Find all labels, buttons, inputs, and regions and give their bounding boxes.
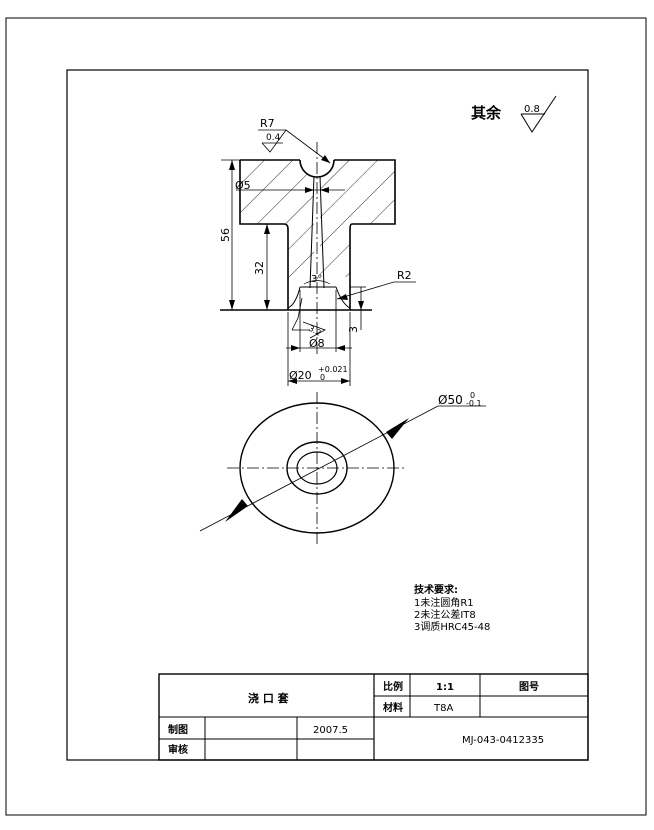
roughness-symbol	[520, 95, 557, 133]
surface-note-label: 其余	[471, 104, 502, 122]
tech-item-2: 2未注公差IT8	[414, 608, 476, 621]
dim-r7: R7	[260, 117, 275, 130]
material-value: T8A	[433, 703, 453, 714]
surface-note-value: 0.8	[524, 104, 540, 115]
dim-32: 32	[253, 261, 266, 275]
dim-56: 56	[219, 228, 232, 242]
dim-r2: R2	[397, 269, 412, 282]
tech-title: 技术要求:	[414, 583, 458, 596]
tech-item-1: 1未注圆角R1	[414, 596, 474, 609]
dim-3: 3	[347, 326, 360, 333]
title-block	[158, 673, 589, 761]
dim-angle: 3°	[311, 274, 322, 285]
dim-d50-lower: -0.1	[466, 399, 482, 408]
plan-view: Ø50 0 -0.1	[199, 391, 486, 544]
scale-value: 1:1	[436, 682, 454, 693]
tech-requirements: 技术要求: 1未注圆角R1 2未注公差IT8 3调质HRC45-48	[414, 583, 490, 633]
outer-border	[5, 17, 647, 816]
dim-d50-upper: 0	[470, 391, 475, 400]
dim-d20-upper: +0.021	[318, 365, 348, 374]
drawn-label: 制图	[168, 723, 188, 736]
hatched-section	[240, 160, 395, 277]
scale-label: 比例	[383, 680, 403, 693]
material-label: 材料	[383, 701, 403, 714]
part-name: 浇 口 套	[248, 691, 290, 705]
section-view: R7 0.4 Ø5 56 32 3° R2 3.2	[219, 117, 416, 386]
local-roughness: 0.4	[266, 133, 281, 143]
dim-d8: Ø8	[309, 337, 325, 350]
dim-d50: Ø50	[438, 393, 463, 407]
drawing-no-label: 图号	[519, 681, 539, 693]
dim-d5: Ø5	[235, 179, 251, 192]
checked-label: 审核	[168, 743, 188, 756]
dim-d20-lower: 0	[320, 373, 325, 382]
dim-d20: Ø20	[289, 369, 312, 382]
drawing-number: MJ-043-0412335	[462, 735, 544, 746]
drawn-date: 2007.5	[313, 725, 348, 736]
tech-item-3: 3调质HRC45-48	[414, 621, 490, 633]
